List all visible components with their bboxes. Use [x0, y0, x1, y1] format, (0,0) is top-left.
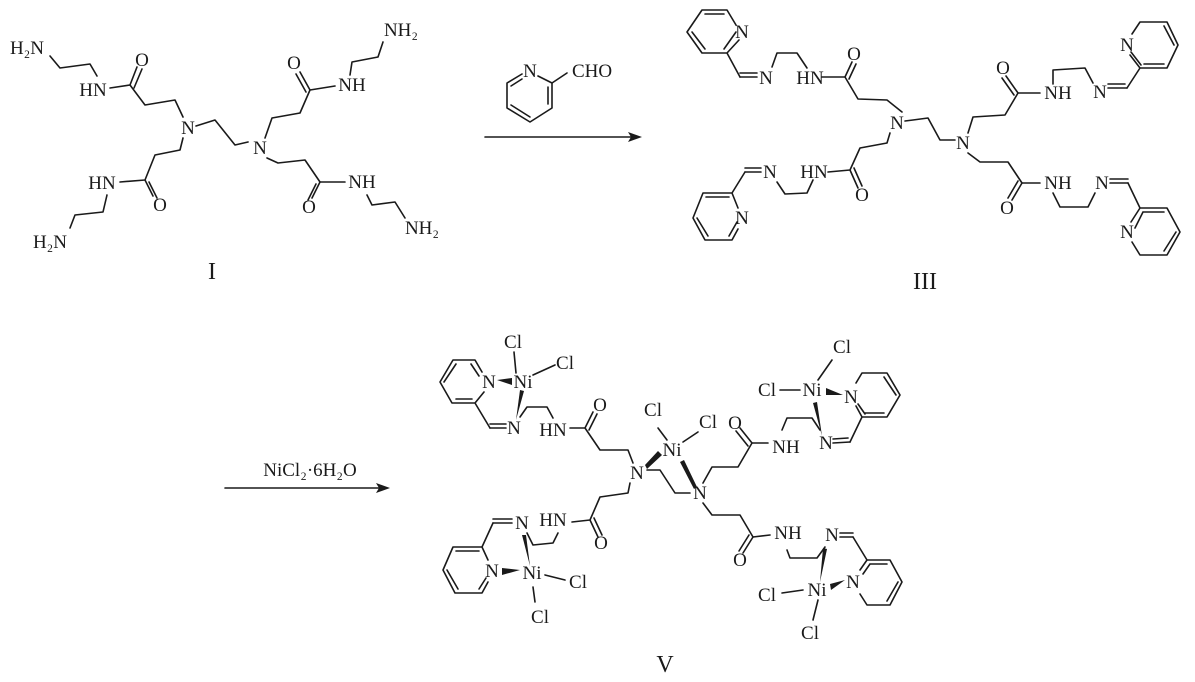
ring-nitrogen-label: N	[523, 61, 537, 82]
nickel-label: Ni	[523, 563, 542, 584]
wedge-bond	[820, 548, 827, 582]
imine-n-label: N	[515, 513, 529, 534]
aldehyde-label: CHO	[572, 61, 612, 82]
chlorine-label: Cl	[531, 607, 549, 628]
chlorine-label: Cl	[833, 337, 851, 358]
chlorine-label: Cl	[644, 400, 662, 421]
oxygen-label: O	[1000, 198, 1014, 219]
amine-label: H₂N	[10, 38, 44, 59]
oxygen-label: O	[996, 58, 1010, 79]
amide-nh-label: NH	[1044, 173, 1072, 194]
oxygen-label: O	[855, 185, 869, 206]
imine-n-label: N	[1095, 173, 1109, 194]
amide-nh-label: HN	[79, 80, 107, 101]
amide-nh-label: HN	[800, 162, 828, 183]
oxygen-label: O	[153, 195, 167, 216]
oxygen-label: O	[847, 44, 861, 65]
amide-nh-label: HN	[539, 510, 567, 531]
amide-nh-label: NH	[1044, 83, 1072, 104]
imine-n-label: N	[1093, 82, 1107, 103]
compound-label: I	[208, 259, 216, 285]
pyridine-n-label: N	[1120, 222, 1134, 243]
amine-label: NH₂	[405, 218, 439, 239]
amide-nh-label: NH	[338, 75, 366, 96]
compound-iii: HN N N O N N O NH N N HN N N O O NH N N …	[686, 9, 1181, 295]
amide-nh-label: HN	[796, 68, 824, 89]
imine-n-label: N	[759, 68, 773, 89]
arrowhead-icon	[376, 483, 390, 493]
wedge-bond	[645, 451, 662, 469]
oxygen-label: O	[728, 413, 742, 434]
chlorine-label: Cl	[758, 585, 776, 606]
compound-label: V	[656, 652, 674, 678]
oxygen-label: O	[302, 197, 316, 218]
nickel-label: Ni	[514, 372, 533, 393]
arrowhead-icon	[628, 132, 642, 142]
compound-i: H₂N HN O N N O NH NH₂ HN O H₂N O NH NH₂ …	[10, 20, 439, 285]
pyridine-n-label: N	[485, 561, 499, 582]
nickel-label: Ni	[803, 380, 822, 401]
pyridine-n-label: N	[844, 387, 858, 408]
wedge-bond	[830, 580, 845, 590]
chlorine-label: Cl	[699, 412, 717, 433]
imine-n-label: N	[825, 525, 839, 546]
wedge-bond	[497, 378, 512, 385]
tertiary-n-label: N	[630, 463, 644, 484]
wedge-bond	[522, 535, 530, 566]
pyridine-n-label: N	[735, 208, 749, 229]
pyridine-n-label: N	[482, 372, 496, 393]
oxygen-label: O	[594, 533, 608, 554]
tertiary-n-label: N	[253, 138, 267, 159]
tertiary-n-label: N	[693, 483, 707, 504]
pyridine-n-label: N	[735, 22, 749, 43]
pyridine-n-label: N	[1120, 35, 1134, 56]
compound-label: III	[913, 269, 937, 295]
wedge-bond	[680, 460, 697, 489]
imine-n-label: N	[507, 418, 521, 439]
reaction-step-2: NiCl₂·6H₂O	[224, 460, 390, 493]
amide-nh-label: NH	[348, 172, 376, 193]
reaction-step-1: N CHO	[484, 61, 642, 142]
chlorine-label: Cl	[758, 380, 776, 401]
wedge-bond	[502, 568, 520, 575]
amine-label: NH₂	[384, 20, 418, 41]
amide-nh-label: HN	[88, 173, 116, 194]
chlorine-label: Cl	[801, 623, 819, 644]
amide-nh-label: HN	[539, 420, 567, 441]
oxygen-label: O	[733, 550, 747, 571]
wedge-bond	[826, 388, 843, 395]
oxygen-label: O	[287, 53, 301, 74]
imine-n-label: N	[819, 433, 833, 454]
chlorine-label: Cl	[569, 572, 587, 593]
amine-label: H₂N	[33, 232, 67, 253]
oxygen-label: O	[135, 50, 149, 71]
tertiary-n-label: N	[181, 118, 195, 139]
pyridine-n-label: N	[846, 572, 860, 593]
reagent-label: NiCl₂·6H₂O	[263, 460, 356, 481]
pyridine-2-carboxaldehyde: N CHO	[506, 61, 612, 123]
tertiary-n-label: N	[956, 133, 970, 154]
wedge-bond	[516, 390, 524, 420]
amide-nh-label: NH	[772, 437, 800, 458]
wedge-bond	[813, 402, 822, 436]
imine-n-label: N	[763, 162, 777, 183]
nickel-label: Ni	[808, 580, 827, 601]
compound-v: Cl Cl Ni N N HN O Cl Cl Ni N N O NH N Cl…	[439, 332, 903, 678]
nickel-label: Ni	[663, 440, 682, 461]
tertiary-n-label: N	[890, 113, 904, 134]
amide-nh-label: NH	[774, 523, 802, 544]
chlorine-label: Cl	[504, 332, 522, 353]
chlorine-label: Cl	[556, 353, 574, 374]
oxygen-label: O	[593, 395, 607, 416]
